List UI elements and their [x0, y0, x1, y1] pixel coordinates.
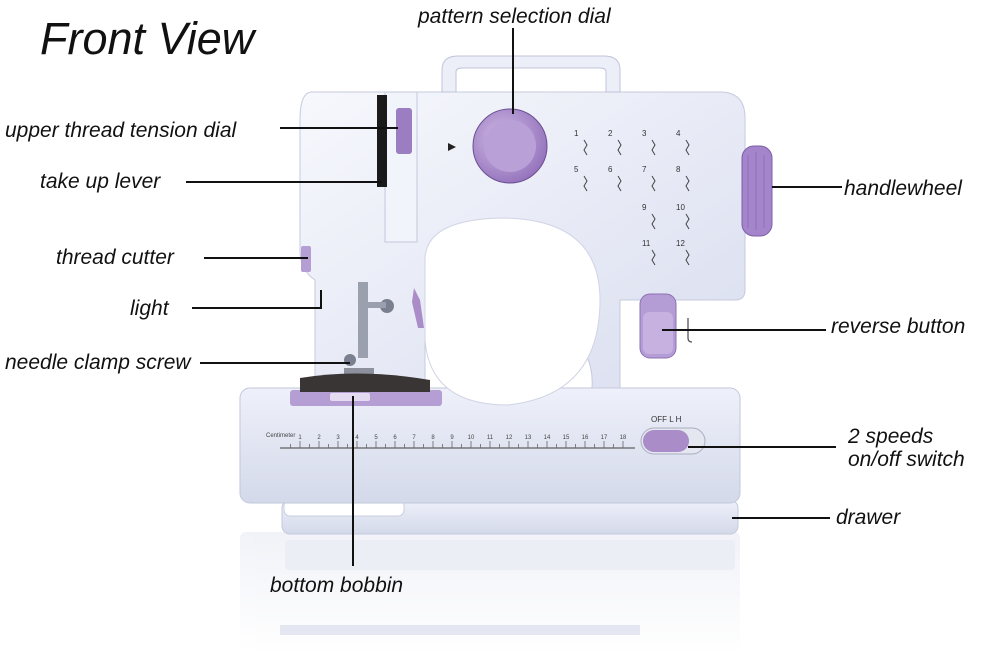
stitch-number: 1 — [574, 129, 579, 138]
stitch-number: 7 — [642, 165, 647, 174]
leader-needle-clamp — [200, 362, 350, 364]
speed-switch-text: OFF L H — [651, 415, 682, 424]
stitch-number: 3 — [642, 129, 647, 138]
stitch-number: 9 — [642, 203, 647, 212]
handwheel-shape — [741, 145, 773, 237]
ruler-number: 15 — [563, 435, 570, 441]
leader-tension — [280, 127, 398, 129]
ruler-number: 10 — [468, 435, 475, 441]
stitch-icon — [685, 175, 690, 192]
label-speed-switch-line2: on/off switch — [848, 448, 965, 471]
leader-light — [192, 307, 322, 309]
leader-bottom-bobbin — [352, 396, 354, 566]
ruler-number: 11 — [487, 435, 494, 441]
ruler-number: 8 — [431, 435, 435, 441]
stitch-icon — [651, 213, 656, 230]
take-up-lever-slot — [377, 95, 387, 187]
stitch-number: 6 — [608, 165, 613, 174]
ruler-number: 5 — [374, 435, 378, 441]
ruler-number: 17 — [601, 435, 608, 441]
leader-drawer — [732, 517, 830, 519]
stitch-icon — [617, 175, 622, 192]
ruler-number: 3 — [336, 435, 340, 441]
stitch-icon — [651, 139, 656, 156]
leader-take-up — [186, 181, 382, 183]
ruler-number: 16 — [582, 435, 589, 441]
label-speed-switch-line1: 2 speeds — [848, 425, 934, 448]
pattern-dial-shape — [472, 108, 548, 184]
stitch-number: 11 — [642, 239, 651, 248]
stitch-icon — [651, 249, 656, 266]
ruler-number: 4 — [355, 435, 359, 441]
leader-light-drop — [320, 290, 322, 308]
leader-thread-cutter — [204, 257, 308, 259]
stitch-icon — [617, 139, 622, 156]
leader-speed-switch — [688, 446, 836, 448]
label-take-up-lever: take up lever — [40, 170, 161, 193]
carry-handle — [441, 55, 621, 93]
thread-cutter-shape — [301, 246, 311, 272]
stitch-icon — [685, 139, 690, 156]
speed-switch-shape — [640, 427, 706, 455]
label-upper-thread-tension-dial: upper thread tension dial — [5, 119, 237, 142]
label-reverse-button: reverse button — [831, 315, 966, 338]
ruler-number: 14 — [544, 435, 551, 441]
label-light: light — [130, 297, 169, 320]
ruler-number: 13 — [525, 435, 532, 441]
label-bottom-bobbin: bottom bobbin — [270, 574, 404, 597]
ruler-label: Centimeter — [266, 433, 295, 439]
stitch-number: 8 — [676, 165, 681, 174]
ruler-number: 2 — [317, 435, 321, 441]
label-needle-clamp-screw: needle clamp screw — [5, 351, 191, 374]
label-thread-cutter: thread cutter — [56, 246, 174, 269]
page-title: Front View — [40, 13, 255, 64]
leader-handlewheel — [772, 186, 842, 188]
stitch-icon — [583, 175, 588, 192]
stitch-number: 2 — [608, 129, 613, 138]
ruler-number: 18 — [620, 435, 627, 441]
stitch-icon — [685, 249, 690, 266]
stitch-icon — [583, 139, 588, 156]
floor-reflection — [240, 532, 740, 652]
ruler-number: 1 — [298, 435, 302, 441]
stitch-number: 10 — [676, 203, 685, 212]
stitch-icon — [651, 175, 656, 192]
stitch-icon — [685, 213, 690, 230]
leader-reverse — [662, 329, 826, 331]
needle-assembly — [300, 282, 430, 392]
label-pattern-selection-dial: pattern selection dial — [418, 5, 611, 28]
ruler-number: 9 — [450, 435, 454, 441]
tension-dial-shape — [396, 108, 412, 154]
stitch-number: 12 — [676, 239, 685, 248]
reverse-button-shape — [639, 293, 693, 359]
label-handlewheel: handlewheel — [844, 177, 962, 200]
ruler-number: 7 — [412, 435, 416, 441]
stitch-number: 4 — [676, 129, 681, 138]
leader-pattern-dial — [512, 28, 514, 114]
stitch-number: 5 — [574, 165, 579, 174]
label-drawer: drawer — [836, 506, 901, 529]
ruler-number: 12 — [506, 435, 513, 441]
drawer-shape — [281, 499, 739, 535]
ruler-number: 6 — [393, 435, 397, 441]
dial-pointer — [448, 143, 456, 151]
